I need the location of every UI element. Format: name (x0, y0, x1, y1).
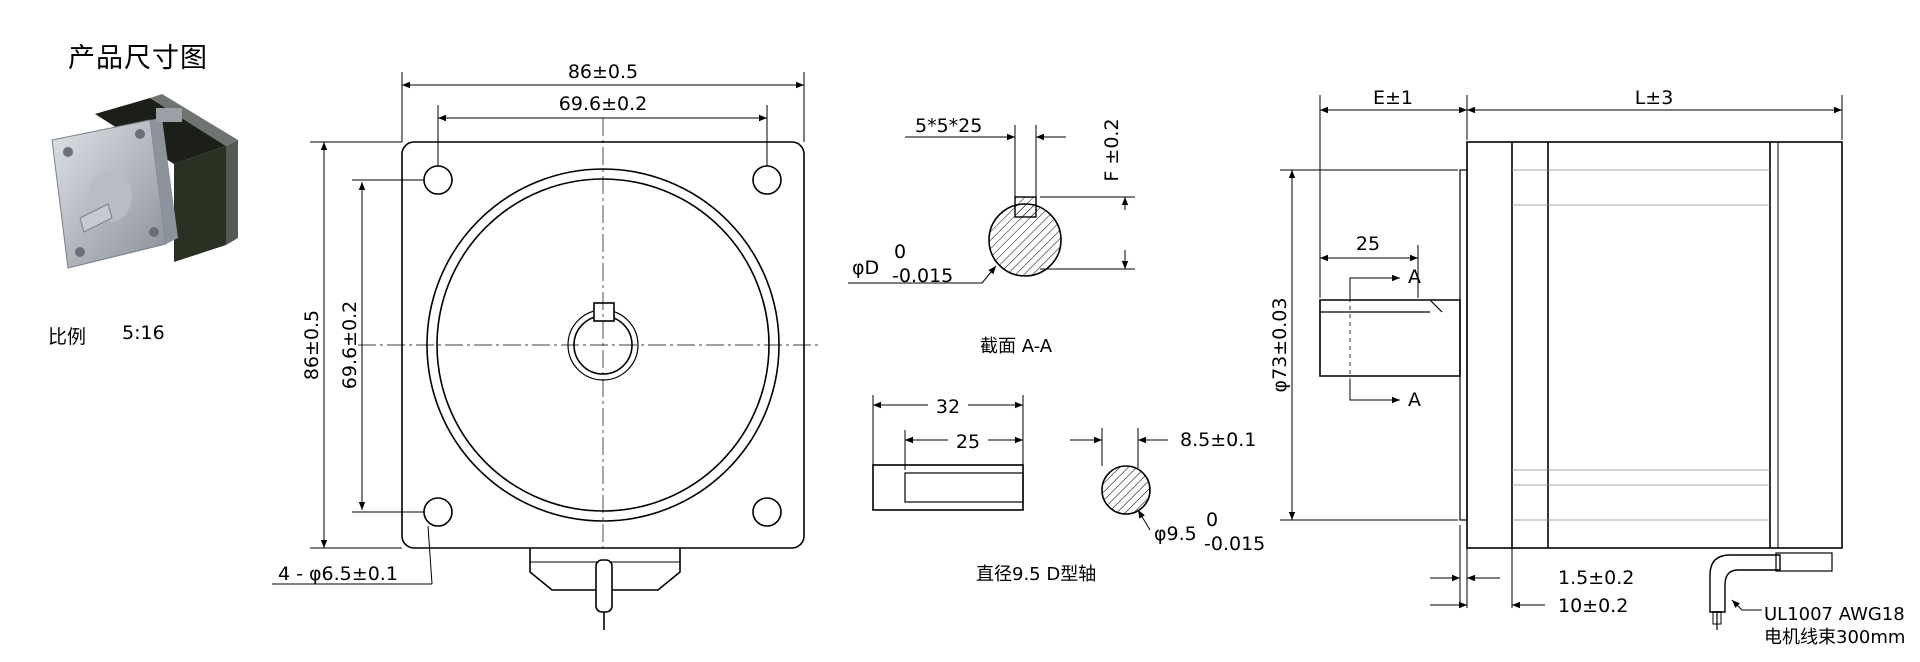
dim-d-shaft-dia-lower: -0.015 (1204, 533, 1265, 555)
motor-body-side (1466, 141, 1843, 549)
dim-hole-spacing-h: 69.6±0.2 (559, 93, 647, 115)
dim-shaft-dia-lower: -0.015 (892, 265, 953, 287)
dim-d-shaft-length-flat: 25 (956, 431, 980, 453)
connector-lead (595, 559, 613, 613)
dim-flange-thickness: 10±0.2 (1558, 595, 1628, 617)
motor-3d-illustration (51, 94, 238, 269)
dim-hole-spacing-v: 69.6±0.2 (339, 301, 361, 389)
output-shaft-side (1319, 299, 1461, 377)
dim-key-length: 25 (1356, 233, 1380, 255)
dim-d-shaft-flat-depth: 8.5±0.1 (1180, 429, 1256, 451)
d-shaft-section-view (1101, 465, 1151, 515)
section-mark-bottom: A (1408, 389, 1421, 411)
dim-key-height: F ±0.2 (1101, 118, 1123, 181)
d-shaft-caption: 直径9.5 D型轴 (976, 564, 1096, 585)
dim-overall-width: 86±0.5 (568, 61, 638, 83)
section-caption: 截面 A-A (980, 336, 1053, 357)
front-view (358, 118, 822, 630)
shaft-key (593, 302, 615, 322)
page-title: 产品尺寸图 (68, 43, 208, 74)
key-section-view (988, 196, 1062, 277)
dim-d-shaft-length-total: 32 (936, 396, 960, 418)
dim-mount-holes: 4 - φ6.5±0.1 (278, 563, 398, 585)
dim-d-shaft-dia: φ9.5 (1154, 523, 1197, 545)
cable-length: 电机线束300mm (1764, 627, 1905, 648)
scale-label: 比例 (48, 326, 87, 348)
mount-hole-tl (423, 165, 453, 195)
dim-shaft-dia-label: φD (852, 257, 879, 279)
motor-cable (1709, 554, 1781, 613)
cable-spec: UL1007 AWG18 (1764, 604, 1905, 625)
key-section (1014, 196, 1037, 218)
dim-pilot-dia: φ73±0.03 (1269, 298, 1291, 393)
dim-shaft-length: E±1 (1373, 87, 1413, 109)
dim-d-shaft-dia-upper: 0 (1206, 509, 1218, 531)
mount-hole-br (752, 497, 782, 527)
dim-overall-height: 86±0.5 (301, 310, 323, 380)
dim-flange-step: 1.5±0.2 (1558, 567, 1634, 589)
section-mark-top: A (1408, 266, 1421, 288)
d-shaft-side-view (872, 464, 1024, 511)
dim-shaft-dia-upper: 0 (894, 241, 906, 263)
side-view (1319, 141, 1843, 630)
mount-hole-bl (423, 497, 453, 527)
scale-value: 5:16 (122, 322, 165, 344)
dim-key-size: 5*5*25 (915, 115, 982, 137)
pilot-boss (1459, 169, 1468, 521)
dim-body-length: L±3 (1635, 87, 1674, 109)
mount-hole-tr (752, 165, 782, 195)
